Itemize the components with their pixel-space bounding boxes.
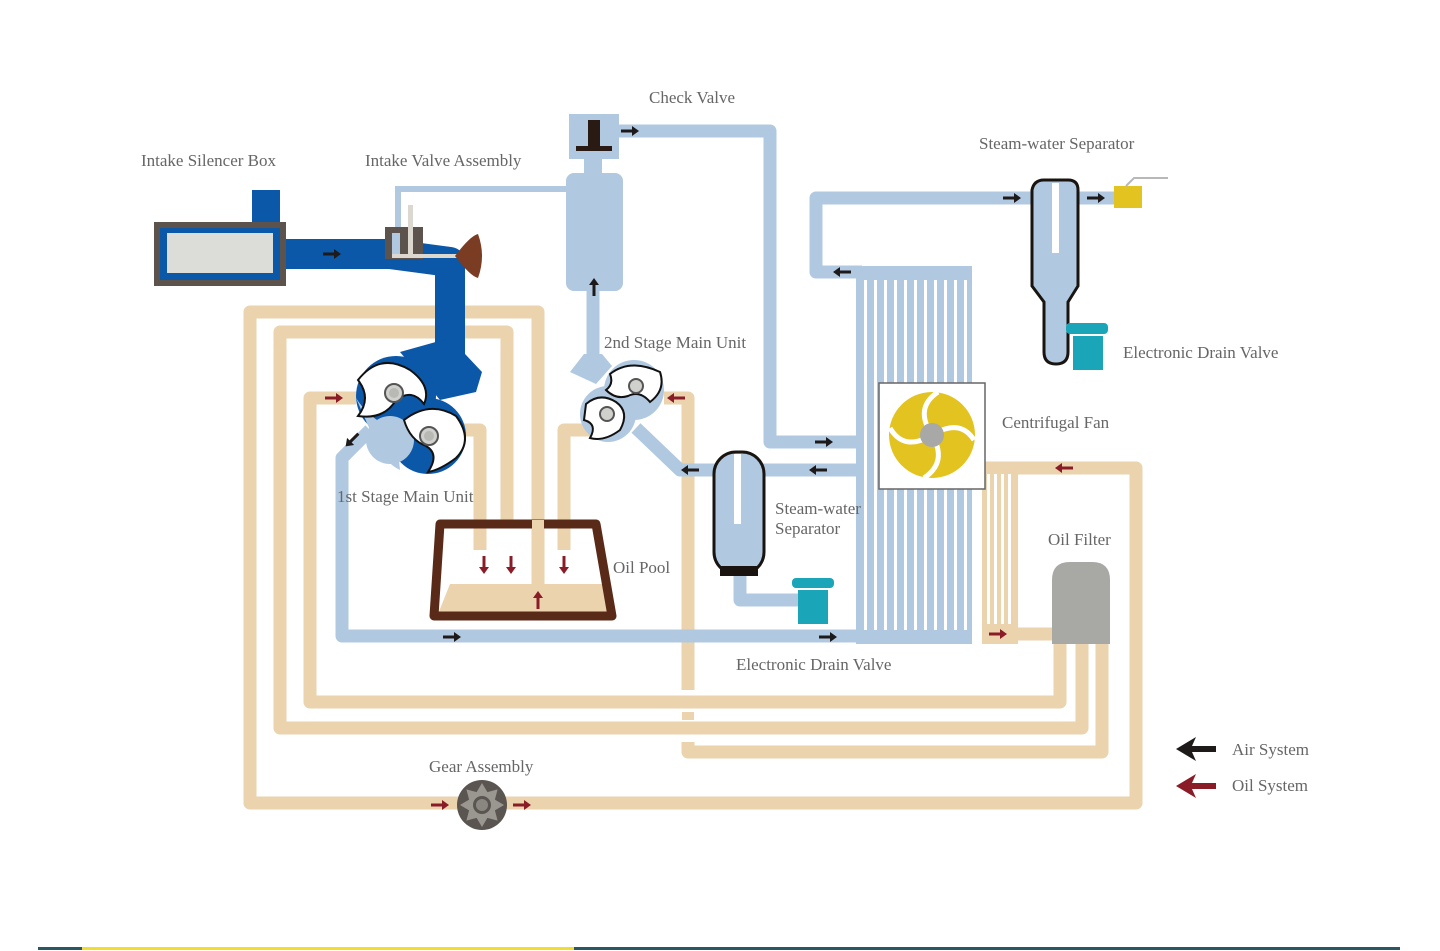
oil-flow-arrow-icon <box>479 556 489 574</box>
intake-valve-assembly <box>385 205 482 278</box>
air-flow-arrow-icon <box>681 465 699 475</box>
oil-pipe-loop-4 <box>664 391 695 690</box>
gear-assembly <box>457 780 507 830</box>
label-steam-water-separator-mid-2: Separator <box>775 519 840 538</box>
outlet-valve <box>1114 177 1168 208</box>
air-flow-arrow-icon <box>345 432 360 447</box>
air-vessel <box>566 173 623 291</box>
label-intake-silencer-box: Intake Silencer Box <box>141 151 277 170</box>
air-flow-arrow-icon <box>819 632 837 642</box>
legend-item-air-system: Air System <box>1176 737 1309 761</box>
air-flow-arrow-icon <box>323 249 341 259</box>
legend-item-oil-system: Oil System <box>1176 774 1308 798</box>
electronic-drain-valve-mid <box>792 578 834 624</box>
labels: Intake Silencer Box Intake Valve Assembl… <box>141 88 1278 776</box>
air-pipe-1st-to-cooler <box>335 425 968 643</box>
label-centrifugal-fan: Centrifugal Fan <box>1002 413 1110 432</box>
oil-flow-arrow-icon <box>506 556 516 574</box>
air-flow-arrow-icon <box>1003 193 1021 203</box>
cooler-fin-gap <box>874 280 877 630</box>
air-flow-arrow-icon <box>833 267 851 277</box>
intake-valve-disc <box>455 234 482 278</box>
oil-cooler <box>982 462 1018 644</box>
label-steam-water-separator-mid-1: Steam-water <box>775 499 861 518</box>
air-flow-arrow-icon <box>589 278 599 296</box>
legend: Air System Oil System <box>1176 737 1309 798</box>
air-flow-arrow-icon <box>809 465 827 475</box>
oil-pipe-outer-loop <box>243 305 1143 810</box>
oil-pipe-loop-2 <box>273 325 1089 735</box>
oil-flow-arrow-icon <box>989 629 1007 639</box>
oil-pipe-loop-4b <box>681 642 1109 759</box>
oil-pool <box>429 519 617 621</box>
intake-silencer-box <box>154 222 286 286</box>
first-stage-main-unit <box>356 356 466 474</box>
centrifugal-fan <box>878 382 986 490</box>
oil-flow-arrow-icon <box>513 800 531 810</box>
label-gear-assembly: Gear Assembly <box>429 757 534 776</box>
electronic-drain-valve-top <box>1066 323 1108 370</box>
arrow-left-icon <box>1176 774 1216 798</box>
footer-divider <box>38 947 1400 950</box>
check-valve <box>569 114 619 159</box>
air-flow-arrow-icon <box>1087 193 1105 203</box>
air-flow-arrow-icon <box>443 632 461 642</box>
intake-manifold <box>400 338 482 400</box>
air-pipe-to-2nd-stage <box>631 423 870 477</box>
label-oil-pool: Oil Pool <box>613 558 670 577</box>
label-second-stage-main-unit: 2nd Stage Main Unit <box>604 333 746 352</box>
label-first-stage-main-unit: 1st Stage Main Unit <box>337 487 474 506</box>
steam-water-separator-mid <box>712 450 766 576</box>
footer-accent-bar <box>82 947 574 950</box>
legend-label-oil-system: Oil System <box>1232 776 1308 795</box>
oil-flow-arrow-icon <box>533 591 543 609</box>
label-check-valve: Check Valve <box>649 88 735 107</box>
cooler-fin-gap <box>864 280 867 630</box>
oil-flow-arrow-icon <box>325 393 343 403</box>
air-flow-arrow-icon <box>621 126 639 136</box>
air-pipe-cooler-to-separator <box>809 191 1040 279</box>
legend-label-air-system: Air System <box>1232 740 1309 759</box>
oil-flow-arrow-icon <box>1055 463 1073 473</box>
oil-flow-arrow-icon <box>667 393 685 403</box>
label-intake-valve-assembly: Intake Valve Assembly <box>365 151 522 170</box>
second-stage-main-unit <box>570 354 664 442</box>
label-steam-water-separator-top: Steam-water Separator <box>979 134 1135 153</box>
oil-pipe-joint <box>682 712 694 720</box>
air-pipe-mid-drain <box>733 570 800 607</box>
oil-filter <box>1052 562 1110 644</box>
label-oil-filter: Oil Filter <box>1048 530 1111 549</box>
oil-flow-arrow-icon <box>559 556 569 574</box>
arrow-left-icon <box>1176 737 1216 761</box>
air-flow-arrow-icon <box>815 437 833 447</box>
oil-flow-arrow-icon <box>431 800 449 810</box>
steam-water-separator-top <box>1030 178 1080 366</box>
flow-arrows <box>323 126 1105 810</box>
label-electronic-drain-valve-bottom: Electronic Drain Valve <box>736 655 891 674</box>
label-electronic-drain-valve-top: Electronic Drain Valve <box>1123 343 1278 362</box>
